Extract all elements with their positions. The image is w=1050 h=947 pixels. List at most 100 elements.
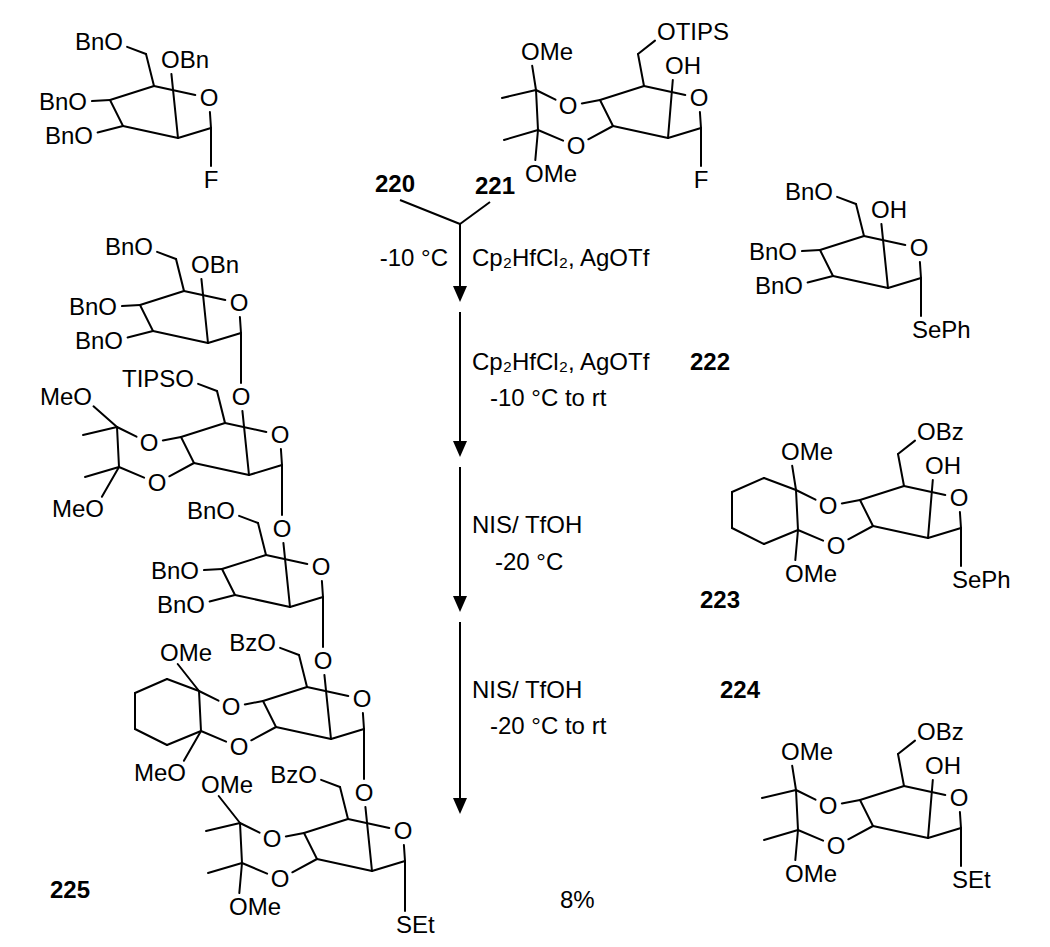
bond-line: [266, 555, 307, 564]
arrow-shaft: [459, 622, 461, 802]
bond-line: [167, 679, 199, 691]
bond-line: [217, 391, 225, 423]
bond-line: [502, 90, 536, 98]
bond-line: [848, 526, 873, 539]
bond-line: [85, 467, 119, 477]
bond-line: [600, 86, 644, 100]
bond-line: [140, 305, 153, 331]
atom-label: BzO: [270, 763, 317, 787]
bond-line: [532, 66, 536, 90]
atom-label: O: [950, 786, 969, 810]
atom-label: O: [271, 423, 290, 447]
atom-label: OMe: [229, 895, 281, 919]
bond-line: [181, 437, 194, 463]
bond-line: [208, 863, 242, 873]
bond-line: [404, 845, 405, 861]
bond-line: [153, 331, 208, 343]
atom-label: O: [312, 555, 331, 579]
bond-line: [157, 252, 176, 259]
bond-line: [134, 693, 136, 729]
bond-line: [960, 828, 962, 866]
atom-label: O: [222, 695, 241, 719]
atom-label: BnO: [749, 240, 797, 264]
merge-line: [460, 202, 490, 224]
bond-line: [322, 581, 323, 597]
bond-line: [281, 465, 283, 515]
bond-line: [242, 411, 249, 475]
bond-line: [135, 729, 167, 745]
bond-line: [960, 512, 961, 528]
bond-line: [668, 80, 673, 138]
bond-line: [245, 701, 263, 704]
atom-label: OH: [871, 198, 907, 222]
atom-label: O: [232, 385, 251, 409]
atom-label: OMe: [785, 562, 837, 586]
bond-line: [92, 100, 110, 101]
bond-line: [848, 826, 873, 839]
bond-line: [317, 859, 372, 871]
bond-line: [94, 406, 118, 427]
bond-line: [833, 276, 888, 288]
atom-label: O: [273, 517, 292, 541]
bond-line: [240, 823, 242, 863]
bond-line: [904, 786, 945, 795]
bond-line: [796, 490, 798, 530]
atom-label: MeO: [40, 385, 92, 409]
arrow-head: [453, 286, 467, 302]
bond-line: [796, 490, 816, 500]
bond-line: [348, 819, 389, 828]
bond-line: [140, 291, 184, 305]
bond-line: [178, 128, 211, 138]
bond-line: [198, 384, 217, 391]
bond-line: [898, 454, 904, 486]
bond-line: [83, 427, 117, 435]
compound-number: 222: [690, 350, 730, 374]
arrow-shaft: [459, 312, 461, 445]
bond-line: [128, 331, 153, 338]
bond-line: [795, 830, 798, 860]
bond-line: [304, 819, 348, 833]
atom-label: F: [204, 168, 219, 192]
atom-label: O: [230, 735, 249, 759]
bond-line: [928, 480, 933, 538]
atom-label: BnO: [45, 124, 93, 148]
atom-label: BnO: [785, 180, 833, 204]
bond-line: [365, 807, 372, 871]
bond-line: [898, 741, 915, 754]
atom-label: O: [559, 94, 578, 118]
atom-label: O: [910, 236, 929, 260]
atom-label: O: [353, 687, 372, 711]
bond-line: [792, 466, 796, 490]
bond-line: [110, 86, 154, 100]
atom-label: OMe: [781, 740, 833, 764]
bond-line: [127, 47, 146, 54]
bond-line: [404, 861, 406, 911]
atom-label: O: [690, 86, 709, 110]
bond-line: [235, 595, 290, 607]
atom-label: OH: [665, 54, 701, 78]
bond-line: [536, 90, 538, 130]
atom-label: MeO: [134, 761, 186, 785]
reagent-text: NIS/ TfOH: [472, 678, 582, 702]
atom-label: SEt: [952, 868, 991, 892]
bond-line: [731, 492, 733, 528]
bond-line: [283, 543, 290, 607]
bond-line: [798, 830, 823, 841]
atom-label: O: [355, 781, 374, 805]
bond-line: [837, 197, 856, 204]
atom-label: OMe: [201, 773, 253, 797]
bond-line: [258, 523, 266, 555]
reagent-text: NIS/ TfOH: [472, 513, 582, 537]
bond-line: [920, 262, 921, 278]
bond-line: [122, 305, 140, 306]
atom-label: SEt: [396, 913, 435, 937]
compound-number: 220: [375, 172, 415, 196]
atom-label: O: [230, 291, 249, 315]
bond-line: [372, 861, 405, 871]
bond-line: [860, 486, 904, 500]
atom-label: OMe: [781, 440, 833, 464]
bond-line: [117, 427, 119, 467]
bond-line: [613, 126, 668, 138]
bond-line: [321, 780, 340, 787]
reagent-text: Cp₂HfCl₂, AgOTf: [472, 350, 649, 374]
